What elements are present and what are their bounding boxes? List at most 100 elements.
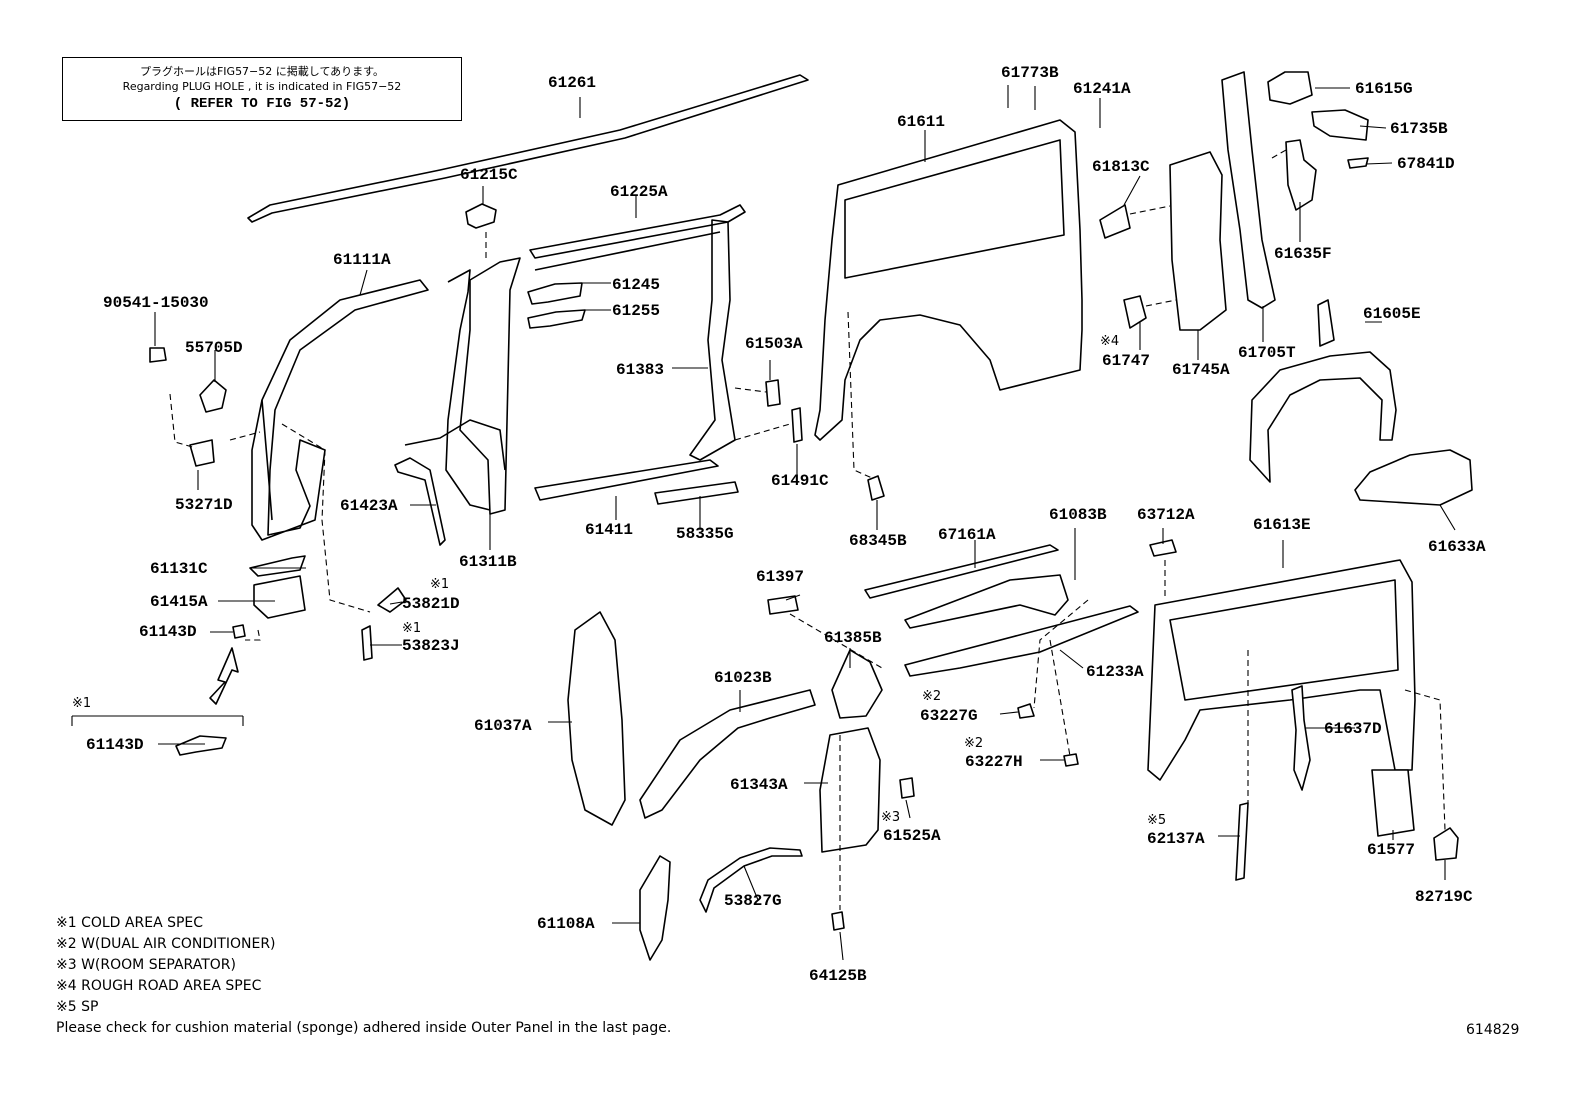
footnote-3: ※3 W(ROOM SEPARATOR) bbox=[56, 957, 236, 973]
label-58335G: 58335G bbox=[676, 525, 734, 543]
marker-5-62137A: ※5 bbox=[1147, 813, 1167, 828]
part-61023B bbox=[639, 689, 816, 819]
label-61143D-b: 61143D bbox=[86, 736, 144, 754]
plug-hole-note: プラグホールはFIG57−52 に掲載してあります。 Regarding PLU… bbox=[62, 57, 462, 121]
label-61385B: 61385B bbox=[824, 629, 882, 647]
label-61111A: 61111A bbox=[333, 251, 391, 269]
label-53827G: 53827G bbox=[724, 892, 782, 910]
label-61503A: 61503A bbox=[745, 335, 803, 353]
label-61735B: 61735B bbox=[1390, 120, 1448, 138]
marker-1-group: ※1 bbox=[72, 696, 92, 711]
label-61415A: 61415A bbox=[150, 593, 208, 611]
label-61747: 61747 bbox=[1102, 352, 1151, 370]
part-61385B bbox=[831, 649, 883, 719]
label-61411: 61411 bbox=[585, 521, 634, 539]
part-quarter-panel-61611 bbox=[814, 119, 1083, 441]
figure-number: 614829 bbox=[1466, 1022, 1520, 1038]
part-61255 bbox=[527, 309, 586, 329]
part-64125B bbox=[831, 911, 845, 931]
label-61083B: 61083B bbox=[1049, 506, 1107, 524]
label-61705T: 61705T bbox=[1238, 344, 1296, 362]
label-61261: 61261 bbox=[548, 74, 597, 92]
leader-lines bbox=[154, 85, 1456, 961]
part-61143D-b bbox=[175, 735, 227, 756]
part-61813C bbox=[1099, 204, 1131, 239]
part-61131C bbox=[249, 555, 306, 577]
part-61577 bbox=[1371, 769, 1415, 837]
label-53823J: 53823J bbox=[402, 637, 460, 655]
part-roof-rail-61261 bbox=[247, 74, 809, 223]
label-61635F: 61635F bbox=[1274, 245, 1332, 263]
part-moulding-53827G bbox=[699, 847, 803, 913]
label-90541-15030: 90541-15030 bbox=[103, 294, 209, 312]
label-61225A: 61225A bbox=[610, 183, 668, 201]
label-61023B: 61023B bbox=[714, 669, 772, 687]
label-61037A: 61037A bbox=[474, 717, 532, 735]
part-67841D bbox=[1347, 157, 1369, 169]
label-61383: 61383 bbox=[616, 361, 665, 379]
label-61241A: 61241A bbox=[1073, 80, 1131, 98]
label-53821D: 53821D bbox=[402, 595, 460, 613]
label-61611: 61611 bbox=[897, 113, 946, 131]
part-61735B bbox=[1311, 109, 1369, 141]
part-hinge-53271D bbox=[189, 439, 215, 467]
part-63227H bbox=[1063, 753, 1079, 767]
marker-2-63227H: ※2 bbox=[964, 736, 984, 751]
part-63227G bbox=[1017, 703, 1035, 719]
part-pillar-61705T bbox=[1221, 71, 1276, 309]
note-japanese: プラグホールはFIG57−52 に掲載してあります。 bbox=[139, 65, 385, 78]
marker-1-53821D: ※1 bbox=[430, 577, 450, 592]
marker-1-53823J: ※1 bbox=[402, 621, 422, 636]
footnote-5: ※5 SP bbox=[56, 999, 99, 1015]
part-pillar-61383 bbox=[689, 219, 736, 461]
part-front-pillar-61111A bbox=[251, 279, 429, 541]
label-61745A: 61745A bbox=[1172, 361, 1230, 379]
part-header-61225A bbox=[529, 204, 746, 259]
part-bracket-55705D bbox=[199, 379, 227, 413]
part-step-58335G bbox=[654, 481, 739, 505]
label-67161A: 67161A bbox=[938, 526, 996, 544]
footnote-1: ※1 COLD AREA SPEC bbox=[56, 915, 204, 931]
label-61215C: 61215C bbox=[460, 166, 518, 184]
label-61773B: 61773B bbox=[1001, 64, 1059, 82]
label-61255: 61255 bbox=[612, 302, 661, 320]
part-61397 bbox=[767, 595, 799, 615]
part-68345B bbox=[867, 475, 885, 501]
part-pillar-61343A bbox=[819, 727, 881, 853]
part-62137A bbox=[1235, 802, 1249, 881]
label-61633A: 61633A bbox=[1428, 538, 1486, 556]
part-61503A bbox=[765, 379, 781, 407]
marker-2-63227G: ※2 bbox=[922, 689, 942, 704]
part-61635F bbox=[1285, 139, 1317, 211]
part-61083B bbox=[904, 574, 1069, 629]
label-61613E: 61613E bbox=[1253, 516, 1311, 534]
note-refer: ( REFER TO FIG 57-52) bbox=[173, 96, 351, 112]
dashed-lines bbox=[169, 149, 1446, 910]
part-clip-90541 bbox=[149, 347, 167, 363]
part-inner-panel-61613E bbox=[1147, 559, 1416, 781]
label-63712A: 63712A bbox=[1137, 506, 1195, 524]
part-61491C bbox=[791, 407, 803, 443]
part-63712A bbox=[1149, 539, 1177, 557]
label-64125B: 64125B bbox=[809, 967, 867, 985]
marker-3-61525A: ※3 bbox=[881, 810, 901, 825]
label-61525A: 61525A bbox=[883, 827, 941, 845]
part-roof-rail-61233A bbox=[904, 605, 1139, 677]
label-61637D: 61637D bbox=[1324, 720, 1382, 738]
label-63227H: 63227H bbox=[965, 753, 1023, 771]
label-61311B: 61311B bbox=[459, 553, 517, 571]
label-55705D: 55705D bbox=[185, 339, 243, 357]
label-53271D: 53271D bbox=[175, 496, 233, 514]
label-61423A: 61423A bbox=[340, 497, 398, 515]
label-61813C: 61813C bbox=[1092, 158, 1150, 176]
footnote-4: ※4 ROUGH ROAD AREA SPEC bbox=[56, 978, 262, 994]
part-pillar-61037A bbox=[567, 611, 626, 826]
group-bracket bbox=[71, 715, 244, 726]
part-pillar-61745A bbox=[1169, 151, 1227, 331]
label-61491C: 61491C bbox=[771, 472, 829, 490]
part-61415A bbox=[253, 575, 306, 619]
label-63227G: 63227G bbox=[920, 707, 978, 725]
label-82719C: 82719C bbox=[1415, 888, 1473, 906]
part-wheelhouse-61633A bbox=[1354, 449, 1473, 506]
